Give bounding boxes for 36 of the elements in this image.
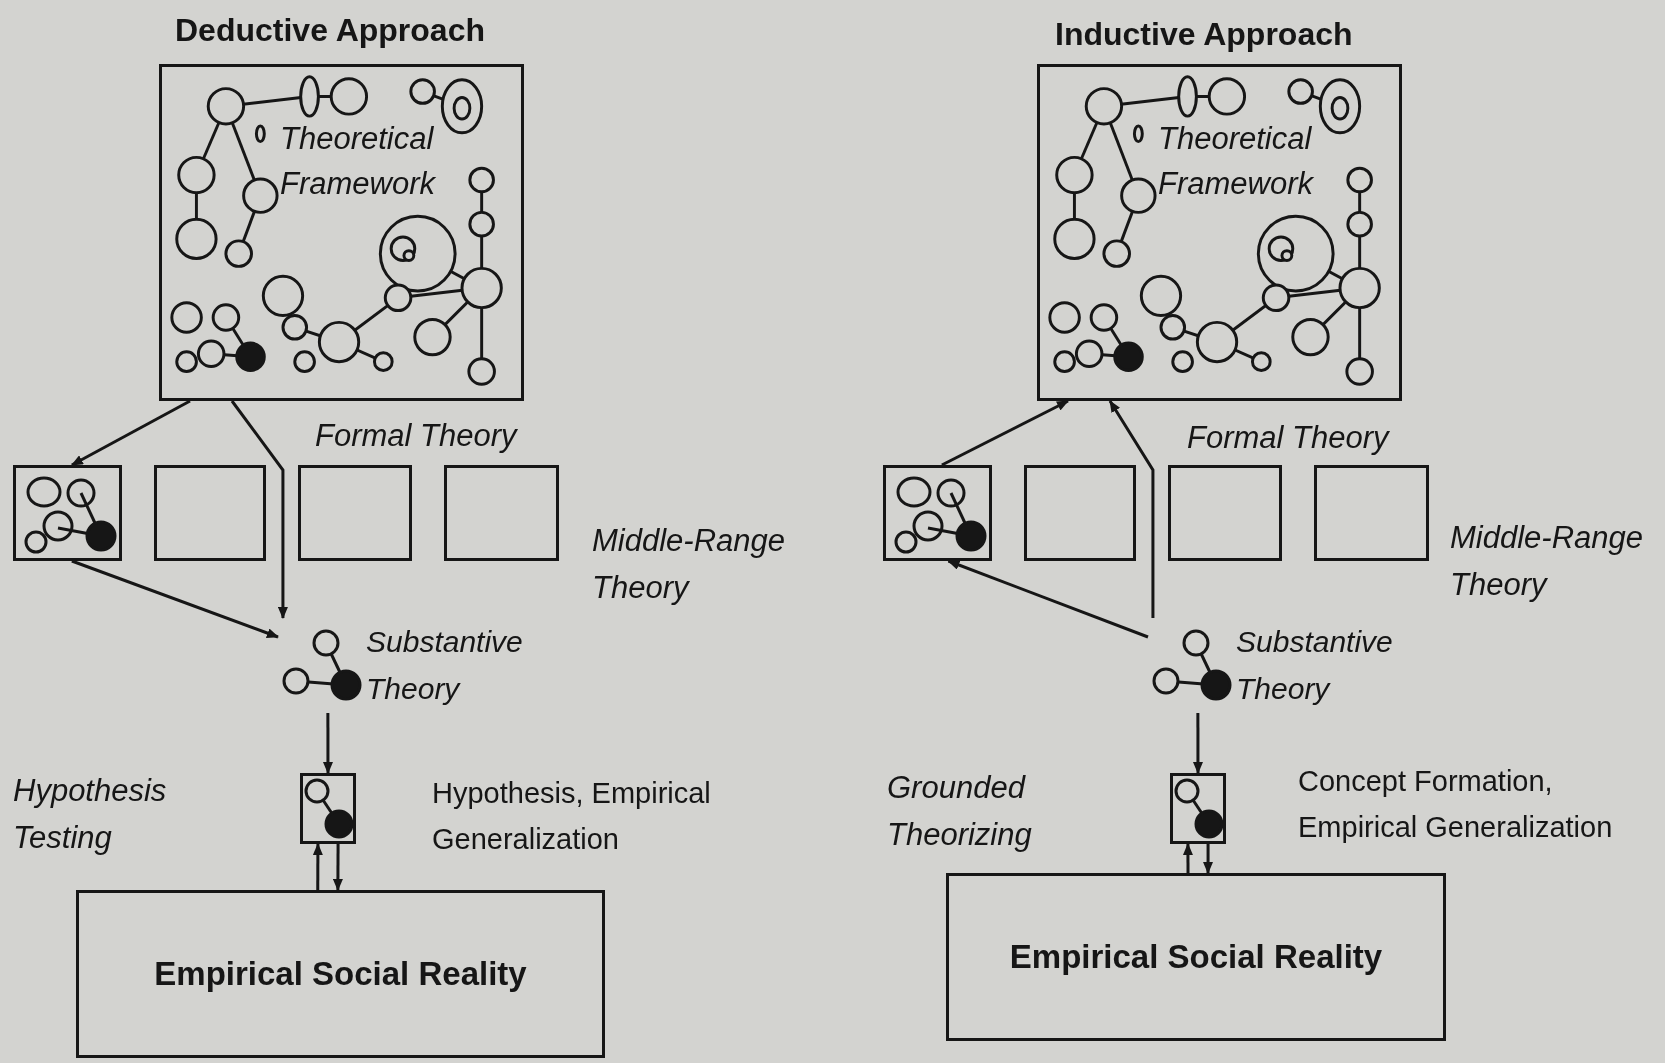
arrow	[71, 559, 279, 639]
level-label: Middle-Range Theory	[592, 522, 786, 607]
arrow	[1203, 844, 1214, 874]
reality-box	[76, 890, 605, 1058]
theory-label: Substantive Theory	[366, 624, 524, 707]
outcome-label: Concept Formation, Empirical Generalization	[1298, 764, 1614, 846]
theory-label: Substantive Theory	[1236, 624, 1394, 707]
level-label: Hypothesis Testing	[13, 772, 168, 857]
arrow	[1108, 400, 1155, 618]
outcome-label: Hypothesis, Empirical Generalization	[432, 776, 712, 858]
framework-label: Theoretical Framework	[280, 120, 437, 203]
reality-box	[946, 873, 1446, 1041]
framework-label: Theoretical Framework	[1158, 120, 1315, 203]
arrow	[323, 713, 333, 774]
arrow	[230, 400, 288, 619]
theory-box	[1314, 465, 1429, 561]
arrow	[1193, 713, 1203, 774]
arrow	[312, 843, 323, 890]
theory-box	[1168, 465, 1282, 561]
arrow	[1182, 843, 1193, 873]
level-label: Middle-Range Theory	[1450, 519, 1644, 604]
arrow	[71, 399, 191, 467]
theory-box	[298, 465, 412, 561]
theory-box	[1024, 465, 1136, 561]
arrow	[941, 399, 1069, 467]
arrow	[332, 844, 343, 891]
theory-box	[444, 465, 559, 561]
level-label: Formal Theory	[1187, 419, 1389, 457]
level-label: Formal Theory	[315, 417, 517, 455]
approach-heading: Deductive Approach	[175, 11, 485, 50]
reality-label: Empirical Social Reality	[1009, 938, 1383, 976]
level-label: Grounded Theorizing	[887, 769, 1033, 854]
arrow	[947, 559, 1149, 639]
approach-heading: Inductive Approach	[1055, 15, 1353, 54]
theory-box	[154, 465, 266, 561]
reality-label: Empirical Social Reality	[154, 955, 527, 993]
